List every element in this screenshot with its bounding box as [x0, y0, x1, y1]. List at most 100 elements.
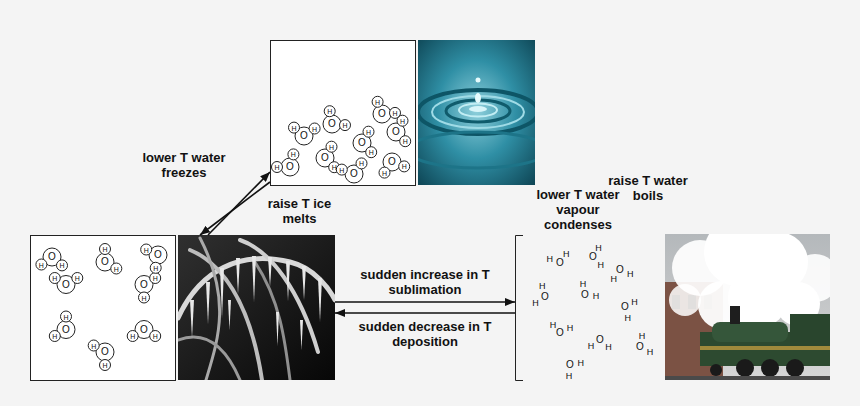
hydrogen-atom: H	[550, 320, 557, 329]
droplet	[476, 78, 481, 83]
hydrogen-circle	[127, 331, 138, 342]
oxygen-atom: O	[101, 347, 109, 357]
chimney	[730, 306, 740, 324]
oxygen-atom: O	[140, 280, 148, 290]
hydrogen-atom: H	[329, 143, 334, 150]
hydrogen-atom: H	[627, 269, 634, 278]
molecule-drawing	[515, 235, 830, 380]
hydrogen-circle	[36, 259, 47, 270]
hydrogen-circle	[57, 260, 68, 271]
hydrogen-circle	[400, 136, 411, 147]
steam-train-photo	[665, 234, 830, 380]
hydrogen-atom: H	[141, 294, 146, 301]
hydrogen-circle	[150, 273, 161, 284]
hydrogen-atom: H	[153, 275, 158, 282]
hydrogen-circle	[326, 141, 337, 152]
oxygen-atom: O	[62, 325, 70, 335]
oxygen-atom: O	[300, 131, 308, 141]
hydrogen-circle	[61, 311, 72, 322]
oxygen-atom: O	[596, 335, 604, 345]
droplet	[475, 93, 481, 103]
hydrogen-atom: H	[639, 332, 646, 341]
hydrogen-atom: H	[153, 264, 158, 271]
hydrogen-atom: H	[375, 98, 380, 105]
hydrogen-atom: H	[114, 265, 119, 272]
hydrogen-atom: H	[274, 164, 279, 171]
wheel	[710, 364, 722, 376]
icicle-drips	[190, 256, 322, 350]
hydrogen-circle	[309, 123, 320, 134]
transition-label: raise T ice melts	[252, 196, 347, 226]
hydrogen-atom: H	[59, 262, 64, 269]
transition-label: sudden increase in T sublimation	[350, 267, 500, 297]
hydrogen-circle	[100, 360, 111, 371]
hydrogen-circle	[397, 115, 408, 126]
hydrogen-atom: H	[144, 246, 149, 253]
hydrogen-circle	[72, 273, 83, 284]
hydrogen-atom: H	[532, 298, 539, 307]
hydrogen-circle	[336, 164, 347, 175]
hydrogen-atom: H	[539, 282, 546, 291]
trim	[700, 346, 830, 350]
hydrogen-atom: H	[52, 275, 57, 282]
hydrogen-atom: H	[631, 297, 638, 306]
oxygen-atom: O	[350, 169, 358, 179]
hydrogen-atom: H	[647, 347, 654, 356]
hydrogen-atom: H	[610, 275, 617, 284]
hydrogen-atom: H	[625, 313, 632, 322]
hydrogen-atom: H	[102, 362, 107, 369]
hydrogen-atom: H	[400, 117, 405, 124]
hydrogen-atom: H	[567, 324, 574, 333]
transition-label: sudden decrease in T deposition	[350, 319, 500, 349]
transition-note: lower T water vapour condenses	[528, 187, 628, 232]
hydrogen-atom: H	[52, 333, 57, 340]
ripple	[469, 106, 487, 112]
hydrogen-circle	[49, 273, 60, 284]
hydrogen-circle	[111, 263, 122, 274]
hydrogen-circle	[150, 331, 161, 342]
hydrogen-atom: H	[291, 151, 296, 158]
photo-ground	[178, 235, 335, 380]
hydrogen-atom: H	[332, 164, 337, 171]
oxygen-atom: O	[378, 109, 386, 119]
ripple	[459, 104, 497, 117]
track	[665, 376, 830, 380]
oxygen-atom: O	[566, 360, 574, 370]
hydrogen-atom: H	[605, 343, 612, 352]
hydrogen-circle	[366, 147, 377, 158]
oxygen-circle	[323, 115, 341, 133]
hydrogen-atom: H	[580, 280, 587, 289]
hydrogen-atom: H	[39, 261, 44, 268]
hydrogen-atom: H	[563, 250, 570, 259]
hydrogen-atom: H	[578, 359, 585, 368]
boiler	[712, 322, 788, 342]
hydrogen-circle	[100, 244, 111, 255]
hydrogen-atom: H	[566, 372, 573, 381]
hydrogen-atom: H	[153, 333, 158, 340]
ripple	[446, 100, 510, 122]
hydrogen-atom: H	[366, 128, 371, 135]
ice-panel: OHHOHHOHHOHHOHHOHHOHHOHH	[30, 235, 335, 380]
hydrogen-atom: H	[595, 243, 602, 252]
hydrogen-circle	[49, 331, 60, 342]
hydrogen-atom: H	[312, 125, 317, 132]
hydrogen-circle	[139, 292, 150, 303]
hydrogen-circle	[288, 149, 299, 160]
hydrogen-atom: H	[593, 292, 600, 301]
hydrogen-circle	[324, 106, 335, 117]
oxygen-circle	[373, 105, 391, 123]
hydrogen-circle	[379, 167, 390, 178]
ripple	[418, 132, 535, 168]
oxygen-atom: O	[556, 258, 564, 268]
oxygen-atom: O	[388, 157, 396, 167]
hydrogen-circle	[372, 96, 383, 107]
cab	[790, 314, 830, 350]
hydrogen-atom: H	[75, 275, 80, 282]
hydrogen-atom: H	[102, 246, 107, 253]
transition-note: raise T water boils	[603, 173, 693, 203]
water-vapour-panel: OHHOHHOHHOHHOHHOHHOHHOHHOHHOHH	[515, 235, 830, 380]
wheel	[761, 359, 779, 377]
hydrogen-atom: H	[392, 109, 397, 116]
hydrogen-circle	[363, 126, 374, 137]
oxygen-atom: O	[321, 153, 329, 163]
